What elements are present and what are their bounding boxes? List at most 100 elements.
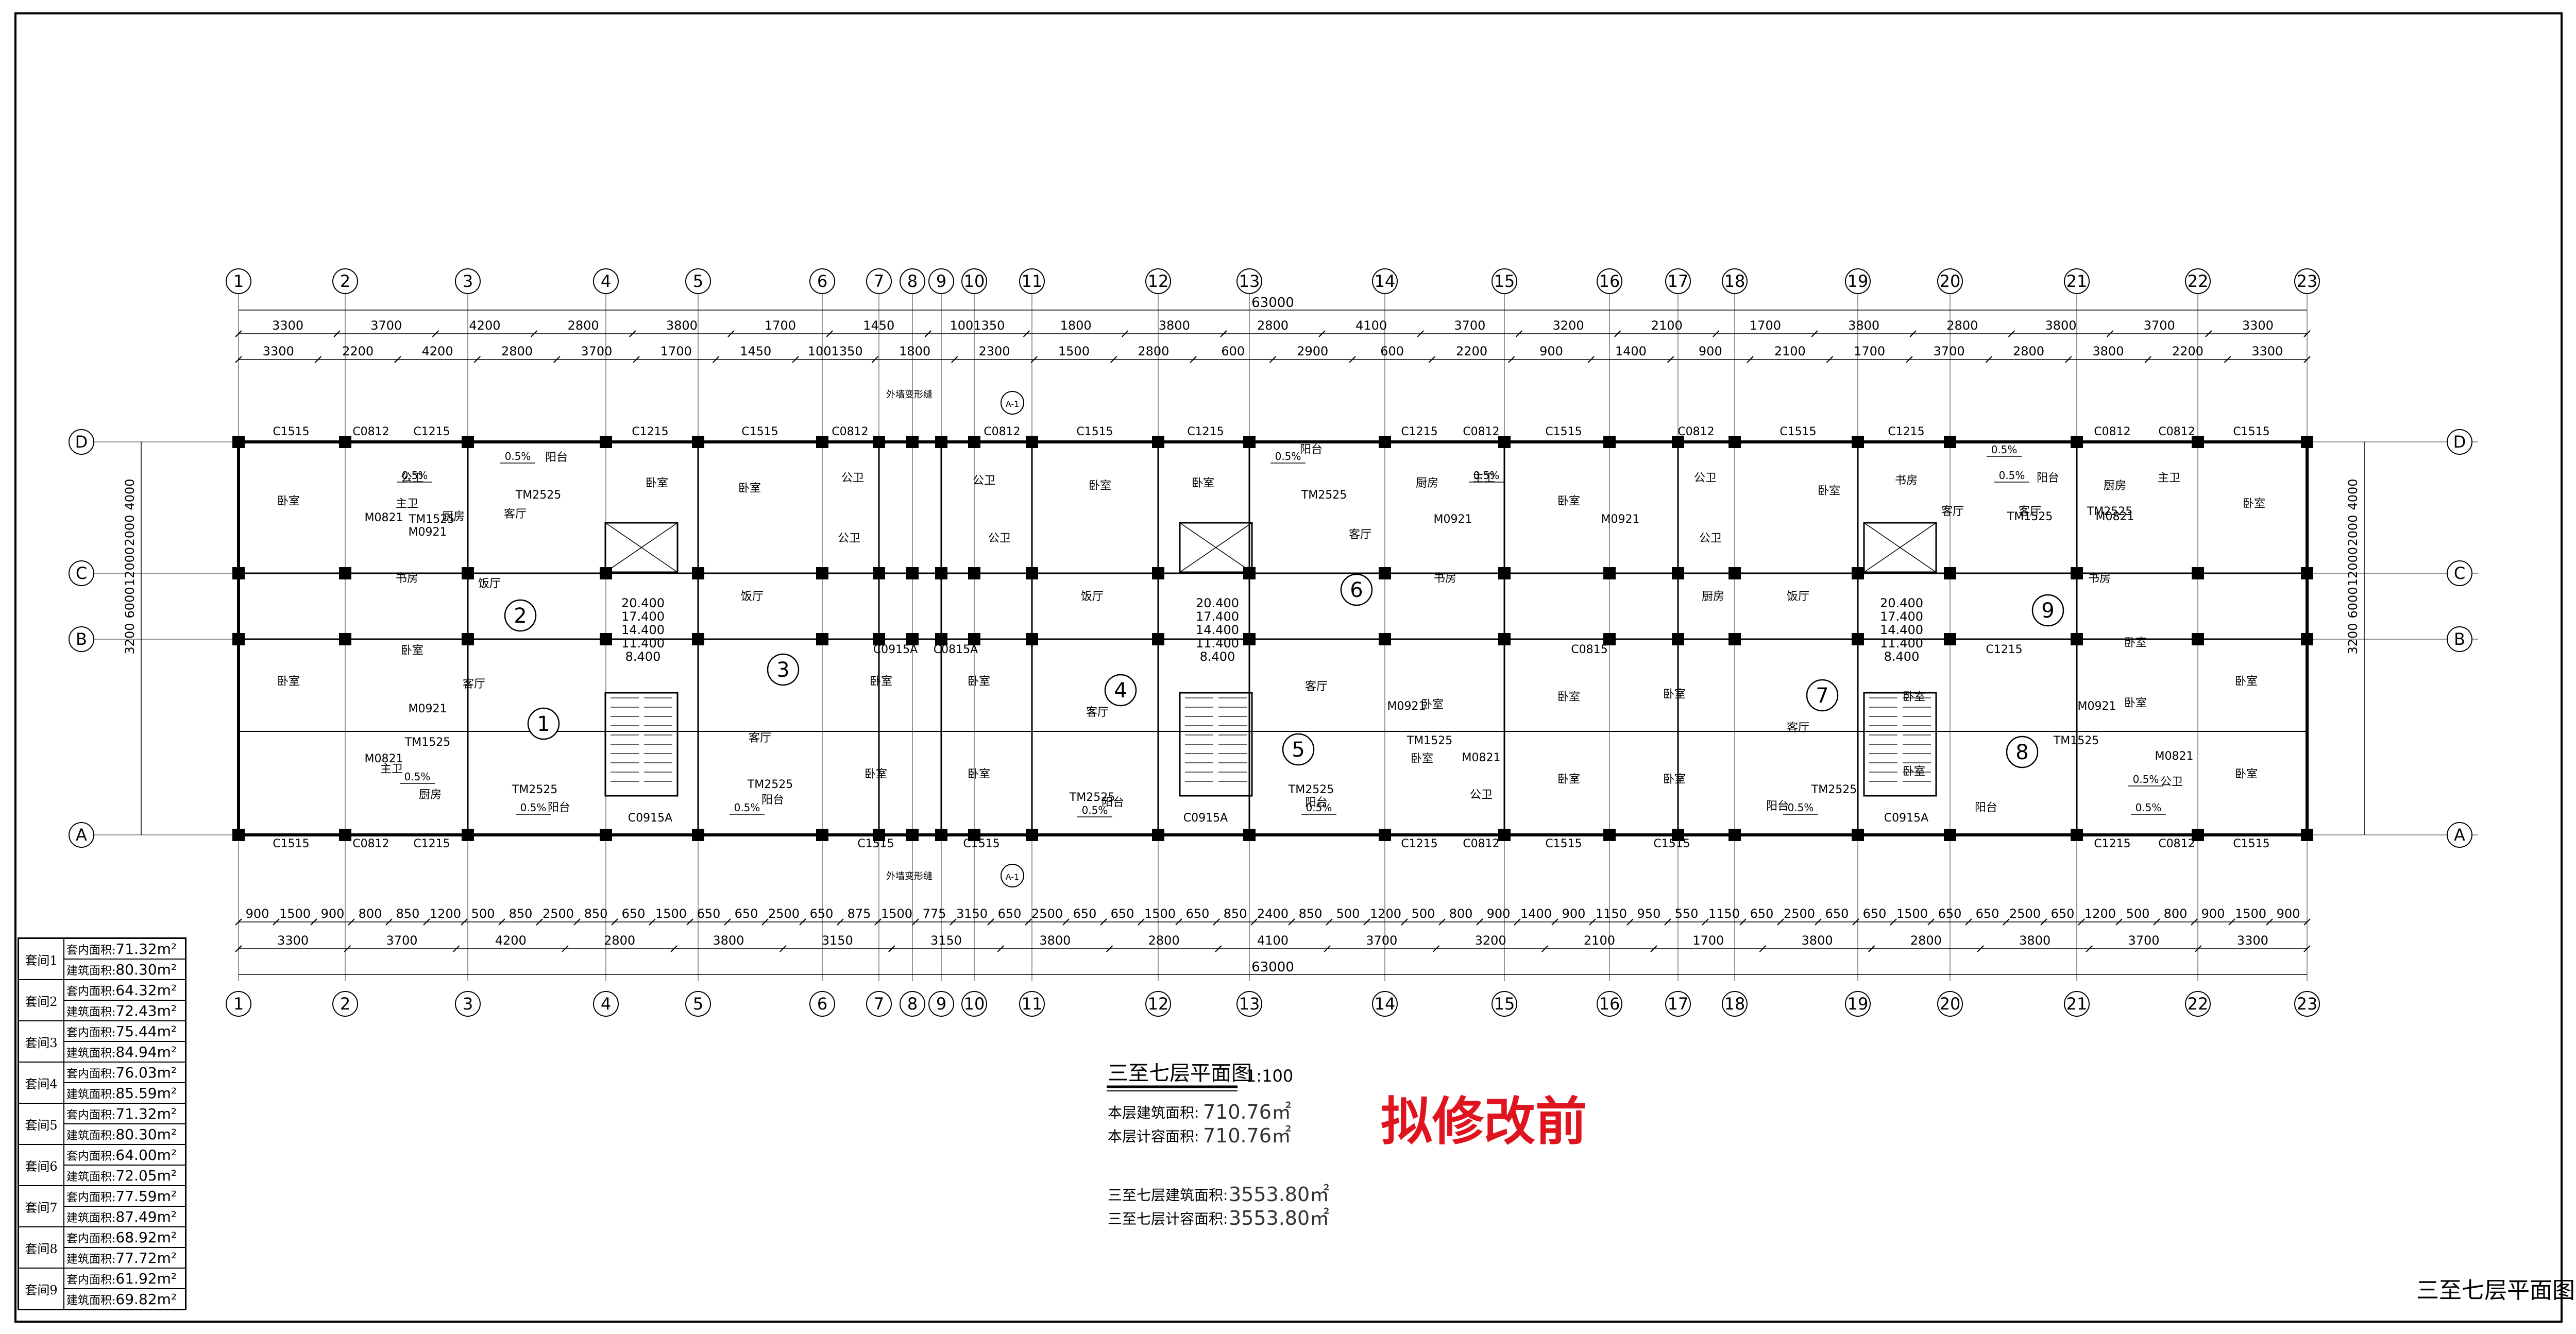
stair-flight (1179, 692, 1253, 797)
area-unit-name: 套间3 (18, 1020, 64, 1063)
axis-bubble-15 (1492, 991, 1517, 1017)
column (339, 436, 351, 448)
svg-text:650: 650 (1825, 907, 1849, 921)
room-label: 卧室 (2124, 637, 2147, 649)
column (2192, 567, 2204, 579)
elevator-shaft (604, 522, 679, 573)
axis-bubble-18 (1722, 991, 1748, 1017)
svg-text:A-1: A-1 (1006, 872, 1020, 882)
room-label: 卧室 (1421, 698, 1444, 711)
axis-bubble-9 (928, 991, 954, 1017)
axis-label-4: 4 (601, 271, 611, 291)
area-unit-name: 套间9 (18, 1268, 64, 1310)
svg-text:2400: 2400 (1257, 907, 1289, 921)
column (2071, 567, 2083, 579)
area-unit-name: 套间7 (18, 1185, 64, 1227)
stairwells: 20.40017.40014.40011.4008.40020.40017.40… (604, 389, 1937, 887)
room-label: 卧室 (2235, 675, 2258, 688)
door-tag: TM1525 (1406, 734, 1452, 747)
area-row: 建筑面积:80.30m² (19, 959, 187, 980)
column (935, 829, 947, 841)
column (1728, 633, 1741, 645)
svg-text:900: 900 (246, 907, 269, 921)
door-tag: TM2525 (1811, 783, 1857, 796)
svg-text:4200: 4200 (495, 933, 527, 948)
axis-bubble-20 (1937, 268, 1963, 294)
column (462, 567, 474, 579)
axis-label-7: 7 (874, 271, 884, 291)
axis-label-A: A (76, 825, 87, 845)
svg-text:1400: 1400 (1615, 344, 1647, 358)
column (232, 829, 245, 841)
axis-bubble-11 (1019, 991, 1045, 1017)
svg-text:1150: 1150 (1596, 907, 1627, 921)
svg-text:2500: 2500 (543, 907, 574, 921)
svg-text:500: 500 (1336, 907, 1360, 921)
axis-bubble-20 (1937, 991, 1963, 1017)
column (1243, 567, 1256, 579)
column (816, 829, 828, 841)
door-tag: M0921 (1434, 513, 1472, 526)
column (1852, 567, 1864, 579)
svg-text:2100: 2100 (1651, 318, 1683, 333)
door-tag: M0921 (409, 703, 447, 715)
column (692, 633, 704, 645)
area-row: 建筑面积:72.05m² (19, 1165, 187, 1186)
svg-text:500: 500 (471, 907, 495, 921)
elevation-mark: 20.400 (1880, 596, 1923, 610)
inner-area: 套内面积:71.32m² (63, 937, 187, 960)
area-unit-name: 套间6 (18, 1144, 64, 1186)
column (1728, 567, 1741, 579)
column (1944, 436, 1956, 448)
svg-text:900: 900 (2277, 907, 2300, 921)
window-tag: C0915A (1183, 812, 1228, 825)
column (1672, 567, 1684, 579)
svg-text:650: 650 (998, 907, 1022, 921)
area-row: 建筑面积:85.59m² (19, 1082, 187, 1104)
window-tag: C0815 (1571, 643, 1607, 656)
column (2301, 829, 2313, 841)
slope-mark: 0.5% (1306, 801, 1332, 814)
inner-area: 套内面积:77.59m² (63, 1185, 187, 1207)
axis-bubble-7 (866, 268, 892, 294)
svg-text:2800: 2800 (501, 344, 533, 358)
axis-label-7: 7 (874, 994, 884, 1014)
build-area: 建筑面积:72.05m² (63, 1165, 187, 1186)
axis-label-22: 22 (2188, 994, 2209, 1014)
column (600, 436, 612, 448)
slope-mark: 0.5% (402, 469, 428, 482)
axis-bubble-D (2447, 429, 2472, 455)
axis-bubble-12 (1145, 991, 1171, 1017)
axis-label-8: 8 (907, 994, 918, 1014)
svg-text:2800: 2800 (568, 318, 599, 333)
drawing-title-block: 三至七层平面图 1:100 本层建筑面积: 710.76㎡ 本层计容面积: 71… (1107, 1062, 1329, 1229)
column (1026, 633, 1038, 645)
elevation-mark: 14.400 (1196, 623, 1239, 637)
room-label: 客厅 (463, 678, 485, 691)
column (1672, 436, 1684, 448)
axis-label-B: B (2454, 629, 2465, 649)
column (1152, 567, 1164, 579)
svg-text:1500: 1500 (2235, 907, 2266, 921)
unit-number-4: 4 (1114, 679, 1127, 703)
unit-marker-9 (2031, 594, 2064, 627)
door-tag: M0921 (409, 526, 447, 539)
svg-text:1500: 1500 (881, 907, 912, 921)
column (1026, 436, 1038, 448)
svg-text:2300: 2300 (978, 344, 1010, 358)
room-label: 卧室 (968, 768, 990, 781)
axis-label-21: 21 (2066, 271, 2088, 291)
svg-text:650: 650 (1976, 907, 1999, 921)
room-label: 公卫 (988, 532, 1011, 545)
axis-bubble-2 (332, 991, 358, 1017)
door-tag: TM2525 (2087, 505, 2132, 518)
column (2071, 436, 2083, 448)
axis-label-10: 10 (964, 271, 985, 291)
column (1379, 829, 1391, 841)
axis-label-23: 23 (2297, 271, 2318, 291)
inner-area: 套内面积:61.92m² (63, 1268, 187, 1289)
svg-text:2500: 2500 (1031, 907, 1063, 921)
